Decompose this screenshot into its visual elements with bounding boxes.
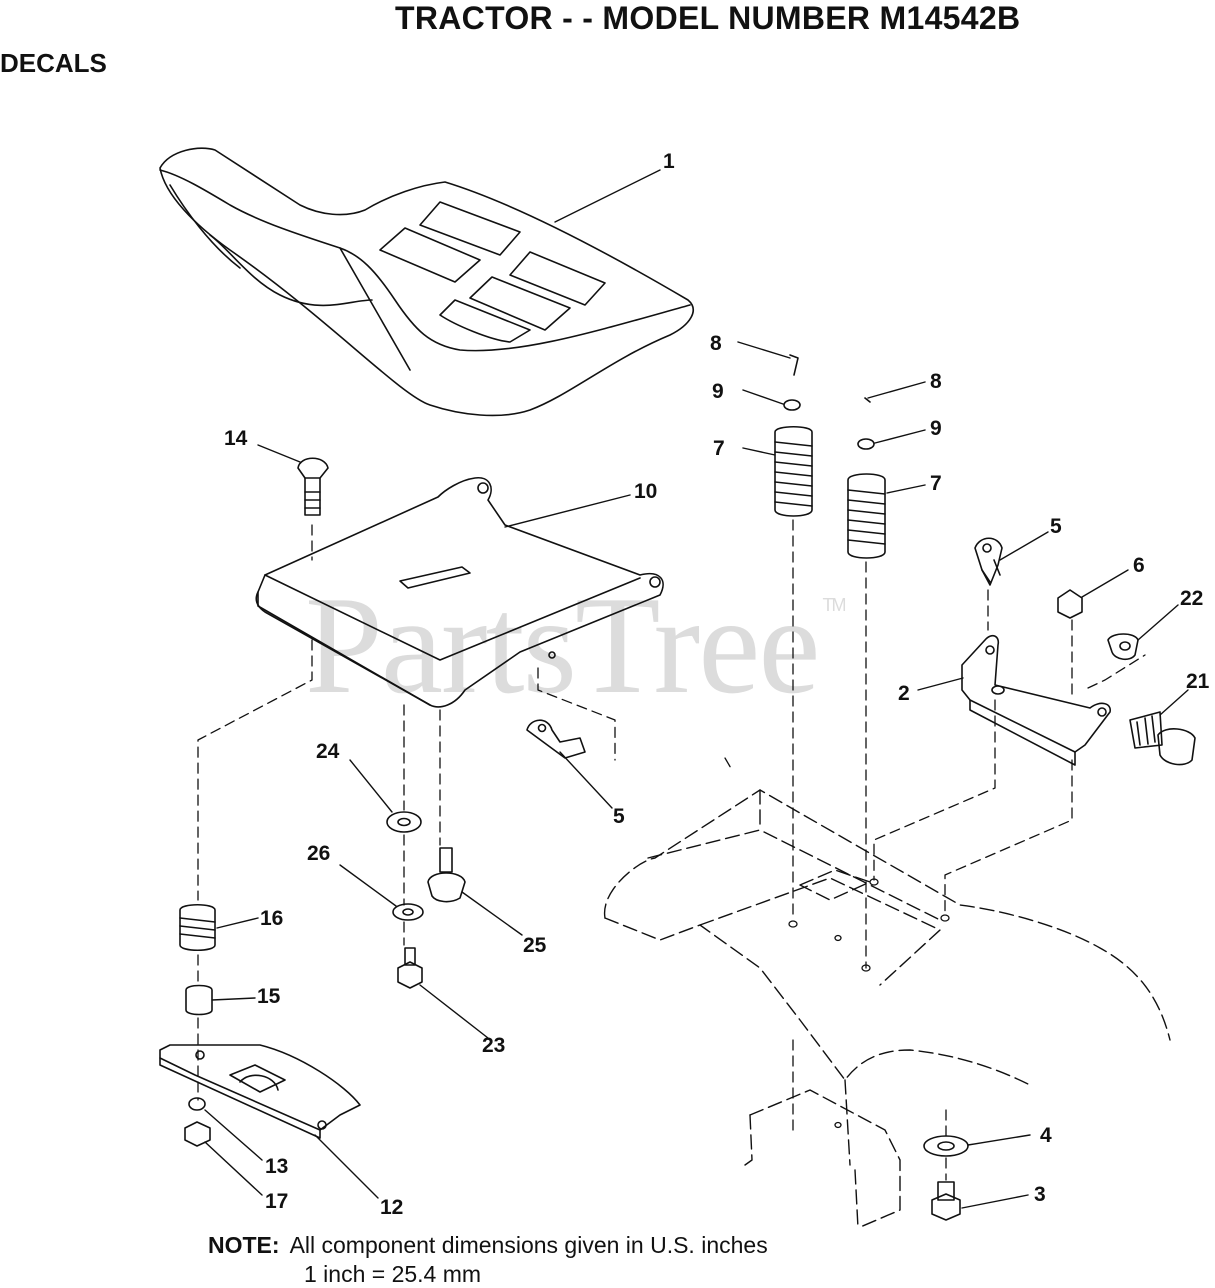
page-title: TRACTOR - - MODEL NUMBER M14542B <box>395 0 1021 36</box>
callout-6: 6 <box>1133 554 1145 577</box>
part-frame-phantom <box>604 789 1171 1229</box>
callout-10: 10 <box>634 480 657 503</box>
part-nuts <box>1057 589 1139 661</box>
callout-7: 7 <box>713 437 725 460</box>
leader-lines <box>204 169 1189 1209</box>
note-label: NOTE: <box>208 1232 280 1258</box>
callout-8: 8 <box>930 370 942 393</box>
callout-13: 13 <box>265 1155 288 1178</box>
note-line-1: All component dimensions given in U.S. i… <box>289 1232 768 1258</box>
callout-3: 3 <box>1034 1183 1046 1206</box>
callout-8: 8 <box>710 332 722 355</box>
frame-holes <box>788 878 950 1129</box>
assembly-lines <box>197 519 1146 1181</box>
part-shoulder-bolt <box>1129 711 1196 766</box>
callout-25: 25 <box>523 934 547 957</box>
part-lower-plate <box>159 984 361 1147</box>
part-bracket <box>961 634 1111 766</box>
part-carriage-bolt <box>297 457 329 516</box>
callout-9: 9 <box>712 380 724 403</box>
callout-16: 16 <box>260 907 283 930</box>
callout-2: 2 <box>898 682 910 705</box>
callout-21: 21 <box>1186 670 1210 693</box>
callout-1: 1 <box>663 150 675 173</box>
exploded-parts-diagram: 1 8 8 9 9 7 7 14 10 5 6 22 2 21 5 24 26 … <box>159 147 1210 1229</box>
watermark-text: PartsTree <box>305 568 820 723</box>
callout-7: 7 <box>930 472 942 495</box>
note-line-2: 1 inch = 25.4 mm <box>304 1261 482 1287</box>
callout-12: 12 <box>380 1196 403 1219</box>
callout-5: 5 <box>613 805 625 828</box>
callout-15: 15 <box>257 985 281 1008</box>
section-title: DECALS <box>0 48 107 78</box>
part-seat <box>159 147 694 417</box>
part-hardware <box>386 811 466 989</box>
part-pins-washers <box>783 354 875 450</box>
part-springs <box>179 425 886 952</box>
watermark-tm: TM <box>822 595 847 615</box>
callout-24: 24 <box>316 740 340 763</box>
part-clips <box>526 537 1003 759</box>
callout-4: 4 <box>1040 1124 1052 1147</box>
callout-9: 9 <box>930 417 942 440</box>
callout-labels: 1 8 8 9 9 7 7 14 10 5 6 22 2 21 5 24 26 … <box>224 150 1210 1219</box>
callout-5: 5 <box>1050 515 1062 538</box>
callout-22: 22 <box>1180 587 1203 610</box>
part-seat-pan <box>255 477 664 708</box>
callout-14: 14 <box>224 427 248 450</box>
callout-17: 17 <box>265 1190 288 1213</box>
callout-23: 23 <box>482 1034 505 1057</box>
callout-26: 26 <box>307 842 330 865</box>
